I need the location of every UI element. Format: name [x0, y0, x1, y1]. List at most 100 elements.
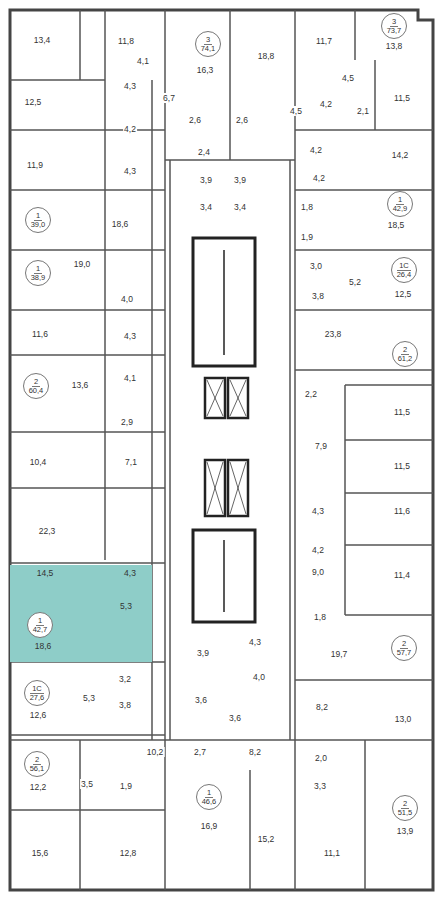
room-area: 3,4 — [233, 202, 247, 212]
room-count: 3 — [204, 36, 212, 45]
room-area: 11,9 — [26, 160, 44, 170]
room-area: 3,8 — [311, 291, 325, 301]
room-area: 12,8 — [119, 848, 138, 858]
room-area: 11,7 — [315, 36, 333, 46]
room-area: 1,8 — [300, 202, 314, 212]
room-area: 12,5 — [24, 97, 43, 107]
apartment-marker: 138,9 — [25, 260, 51, 286]
room-area: 4,3 — [311, 506, 325, 516]
room-count: 2 — [32, 378, 40, 387]
room-area: 7,9 — [314, 441, 328, 451]
room-count: 1 — [36, 617, 44, 626]
room-count: 2 — [33, 756, 41, 765]
apartment-marker: 374,1 — [195, 31, 221, 57]
room-area: 7,1 — [124, 457, 138, 467]
room-area: 13,0 — [394, 714, 413, 724]
selected-apartment: 14,5 4,3 5,3 18,6 142,7 — [10, 565, 152, 662]
total-area: 74,1 — [201, 45, 216, 53]
apartment-marker: 1С26,4 — [391, 257, 417, 283]
room-area: 3,6 — [194, 695, 208, 705]
room-area: 8,2 — [315, 702, 329, 712]
apartment-marker: 373,7 — [381, 13, 407, 39]
room-area: 11,6 — [393, 506, 411, 516]
room-area: 18,6 — [35, 641, 52, 651]
room-area: 4,2 — [312, 173, 326, 183]
room-area: 13,9 — [396, 826, 415, 836]
room-area: 3,9 — [233, 175, 247, 185]
room-area: 4,3 — [123, 331, 137, 341]
room-area: 3,9 — [196, 648, 210, 658]
room-count: 3 — [390, 18, 398, 27]
apartment-marker: 146,6 — [196, 784, 222, 810]
room-area: 18,6 — [111, 219, 130, 229]
room-area: 2,7 — [193, 747, 207, 757]
room-area: 5,3 — [120, 601, 132, 611]
room-area: 11,5 — [393, 407, 411, 417]
room-area: 13,8 — [385, 41, 404, 51]
room-area: 16,3 — [196, 65, 215, 75]
room-area: 13,4 — [33, 35, 52, 45]
room-area: 15,2 — [257, 834, 276, 844]
total-area: 26,4 — [397, 271, 412, 279]
room-area: 4,3 — [123, 166, 137, 176]
apartment-marker: 257,7 — [391, 635, 417, 661]
room-area: 15,6 — [31, 848, 50, 858]
total-area: 73,7 — [387, 27, 402, 35]
room-area: 4,5 — [289, 106, 303, 116]
room-area: 19,0 — [73, 259, 92, 269]
room-area: 2,6 — [235, 115, 249, 125]
apartment-marker: 256,1 — [24, 751, 50, 777]
room-area: 4,1 — [136, 56, 150, 66]
room-area: 2,1 — [356, 106, 370, 116]
room-area: 3,3 — [313, 781, 327, 791]
room-area: 10,2 — [146, 747, 165, 757]
room-area: 22,3 — [38, 526, 57, 536]
room-area: 6,7 — [162, 93, 176, 103]
room-area: 3,2 — [118, 674, 132, 684]
room-area: 4,2 — [309, 145, 323, 155]
apartment-marker: 142,7 — [27, 612, 53, 638]
room-area: 2,0 — [314, 753, 328, 763]
apartment-marker: 139,0 — [25, 207, 51, 233]
room-count: 1С — [397, 262, 411, 271]
room-area: 11,4 — [393, 570, 411, 580]
room-area: 1,8 — [313, 612, 327, 622]
total-area: 51,5 — [398, 809, 413, 817]
room-area: 16,9 — [200, 821, 219, 831]
room-area: 8,2 — [248, 747, 262, 757]
room-area: 3,0 — [309, 261, 323, 271]
room-area: 11,8 — [117, 36, 135, 46]
room-area: 1,9 — [119, 781, 133, 791]
room-area: 11,6 — [31, 329, 49, 339]
room-area: 14,5 — [37, 568, 54, 578]
apartment-marker: 261,2 — [392, 341, 418, 367]
room-count: 1 — [205, 789, 213, 798]
room-area: 5,3 — [82, 693, 96, 703]
room-area: 10,4 — [29, 457, 48, 467]
room-count: 1 — [396, 196, 404, 205]
total-area: 39,0 — [31, 221, 46, 229]
room-area: 4,3 — [248, 637, 262, 647]
room-area: 13,6 — [71, 380, 90, 390]
room-area: 4,3 — [123, 81, 137, 91]
room-area: 3,9 — [199, 175, 213, 185]
room-area: 4,0 — [120, 294, 134, 304]
room-area: 4,2 — [123, 124, 137, 134]
room-area: 4,0 — [252, 672, 266, 682]
room-count: 2 — [401, 800, 409, 809]
room-area: 4,1 — [123, 373, 137, 383]
room-area: 1,9 — [300, 232, 314, 242]
apartment-marker: 251,5 — [392, 795, 418, 821]
room-area: 19,7 — [330, 649, 349, 659]
total-area: 42,9 — [393, 205, 408, 213]
total-area: 27,6 — [30, 694, 45, 702]
room-area: 2,2 — [304, 389, 318, 399]
room-area: 4,3 — [124, 568, 136, 578]
room-area: 14,2 — [391, 150, 410, 160]
total-area: 61,2 — [398, 355, 413, 363]
room-area: 3,4 — [199, 202, 213, 212]
room-count: 1С — [30, 685, 44, 694]
room-area: 2,9 — [120, 417, 134, 427]
room-area: 18,8 — [257, 51, 276, 61]
